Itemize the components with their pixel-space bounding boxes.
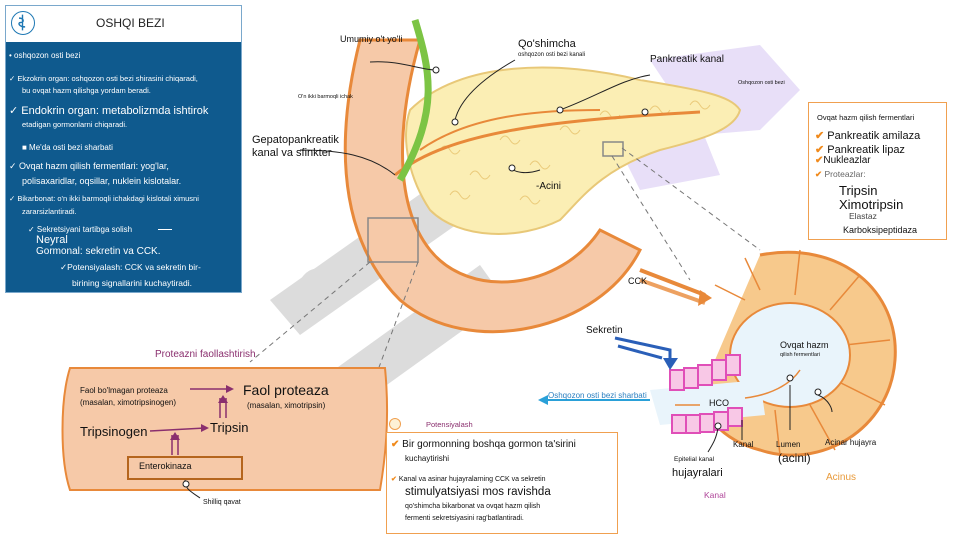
label-trypsinogen: Tripsinogen xyxy=(80,424,148,439)
label-hco: HCO xyxy=(709,398,729,408)
enzymes-title: Ovqat hazm qilish fermentlari xyxy=(817,113,915,122)
info-line: Gormonal: sekretin va CCK. xyxy=(36,246,161,257)
label-duct-caption: Kanal xyxy=(704,490,726,500)
info-line: ✓Potensiyalash: CCK va sekretin bir- xyxy=(60,262,201,272)
info-line: bu ovqat hazm qilishga yordam beradi. xyxy=(22,86,151,95)
potentiation-item-1: ✔ Bir gormonning boshqa gormon ta'sirini xyxy=(391,439,576,450)
accessory-duct xyxy=(419,109,601,151)
label-lumen-2: (acini) xyxy=(778,451,811,465)
info-line: • oshqozon osti bezi xyxy=(9,51,81,60)
label-inactive-protease: Faol bo'lmagan proteaza xyxy=(80,386,168,395)
check-icon: ✔ xyxy=(391,476,397,483)
info-line: Neyral xyxy=(36,234,68,246)
info-line: polisaxaridlar, oqsillar, nuklein kislot… xyxy=(22,176,182,186)
info-line: ✓ Sekretsiyani tartibga solish xyxy=(28,225,133,234)
label-lumen: Lumen xyxy=(776,440,801,449)
info-panel: OSHQI BEZI • oshqozon osti bezi ✓ Ekzokr… xyxy=(5,5,242,293)
label-epithelial-2: hujayralari xyxy=(672,467,723,479)
info-panel-title: OSHQI BEZI xyxy=(96,16,165,30)
potentiation-title: Potensiyalash xyxy=(426,420,473,429)
pancreas xyxy=(405,66,742,235)
enzyme-item: ✔ Pankreatik amilaza xyxy=(815,130,921,142)
enzyme-item: ✔ Pankreatik lipaz xyxy=(815,144,905,156)
label-acinus-caption: Acinus xyxy=(826,472,857,483)
check-icon: ✔ xyxy=(391,439,400,450)
label-mucosa: Shilliq qavat xyxy=(203,499,241,506)
proteases-label: ✔ Proteazlar: xyxy=(815,169,866,179)
divider xyxy=(158,229,172,230)
label-active-protease-example: (masalan, ximotripsin) xyxy=(247,401,326,410)
label-pancreatic-juice: Oshqozon osti bezi sharbati xyxy=(548,391,647,400)
enzyme-item: ✔Nukleazlar xyxy=(815,155,871,166)
label-accessory-duct: Qo'shimcha xyxy=(518,38,576,50)
potentiation-item-2-cont: fermenti sekretsiyasini rag'batlantiradi… xyxy=(405,515,524,522)
label-trypsin: Tripsin xyxy=(210,420,249,435)
enzymes-box: Ovqat hazm qilish fermentlari ✔ Pankreat… xyxy=(808,102,947,240)
enterokinase-box xyxy=(127,456,243,480)
info-panel-header: OSHQI BEZI xyxy=(6,6,241,42)
label-enterokinase: Enterokinaza xyxy=(139,461,192,471)
potentiation-icon xyxy=(389,418,401,430)
zoom-box-duodenum xyxy=(367,217,419,263)
info-line: ✓ Ekzokrin organ: oshqozon osti bezi shi… xyxy=(9,74,198,83)
bile-duct xyxy=(396,18,432,182)
pancreatic-duct xyxy=(394,110,701,177)
label-common-bile-duct: Umumiy o't yo'li xyxy=(340,34,403,44)
label-duodenum: O'n ikki barmoqli ichak xyxy=(298,94,353,100)
info-line: ■ Me'da osti bezi sharbati xyxy=(22,143,113,152)
potentiation-item-2-cont: qo'shimcha bikarbonat va ovqat hazm qili… xyxy=(405,503,541,510)
protease-item: Elastaz xyxy=(849,211,877,221)
potentiation-box: ✔ Bir gormonning boshqa gormon ta'sirini… xyxy=(386,432,618,534)
potentiation-item-2-cont: stimulyatsiyasi mos ravishda xyxy=(405,486,551,498)
potentiation-item-1-cont: kuchaytirishi xyxy=(405,454,450,463)
label-secretin: Sekretin xyxy=(586,325,623,336)
label-active-protease: Faol proteaza xyxy=(243,382,329,398)
check-icon: ✔ xyxy=(815,144,825,156)
protease-item: Tripsin xyxy=(839,183,878,198)
check-icon: ✔ xyxy=(815,155,824,166)
label-enzymes-big: Ovqat hazm xyxy=(780,340,829,350)
label-hepatopancreatic: Gepatopankreatik kanal va sfinkter xyxy=(252,134,339,159)
info-line: birining signallarini kuchaytiradi. xyxy=(72,278,193,288)
info-line: ✓ Endokrin organ: metabolizmda ishtirok xyxy=(9,105,209,117)
label-acinar-cell: Acinar hujayra xyxy=(825,438,877,447)
label-cck: CCK xyxy=(628,276,648,286)
acinus-diagram xyxy=(538,249,897,457)
check-icon: ✔ xyxy=(815,130,825,142)
info-line: zararsizlantiradi. xyxy=(22,207,77,216)
potentiation-item-2: ✔ Kanal va asinar hujayralarning CCK va … xyxy=(391,476,546,483)
label-epithelial: Epitelial kanal xyxy=(674,456,715,463)
info-line: etadigan gormonlarni chiqaradi. xyxy=(22,120,128,129)
duodenum xyxy=(343,38,643,334)
protease-item: Karboksipeptidaza xyxy=(843,225,918,235)
medical-caduceus-icon xyxy=(11,11,35,35)
label-pancreas: Oshqozon osti bezi xyxy=(738,80,785,86)
label-acini: -Acini xyxy=(536,181,562,192)
label-enzymes-small: qilish fermentlari xyxy=(780,352,821,358)
label-duct: Kanal xyxy=(733,440,754,449)
check-icon: ✔ xyxy=(815,169,823,179)
label-pancreatic-duct: Pankreatik kanal xyxy=(650,54,724,65)
label-inactive-protease-example: (masalan, ximotripsinogen) xyxy=(80,398,177,407)
protease-activation-title: Proteazni faollashtirish xyxy=(155,349,256,360)
info-line: ✓ Ovqat hazm qilish fermentlari: yog'lar… xyxy=(9,161,169,171)
label-accessory-duct-sub: oshqozon osti bezi kanali xyxy=(518,52,586,58)
info-line: ✓ Bikarbonat: o'n ikki barmoqli ichakdag… xyxy=(9,194,199,203)
protease-item: Ximotripsin xyxy=(839,197,904,212)
